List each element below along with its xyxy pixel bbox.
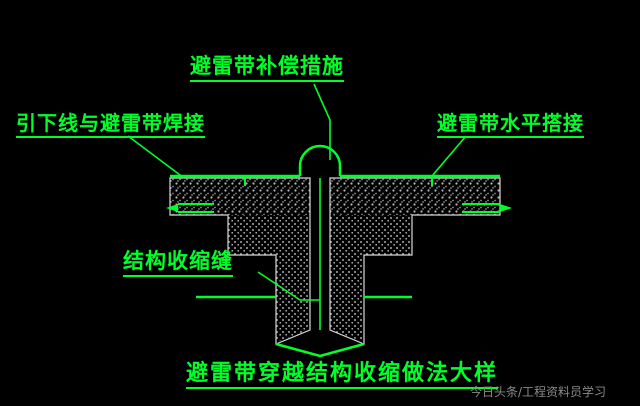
lightning-belt-lines <box>127 83 512 389</box>
label-downlead-welding: 引下线与避雷带焊接 <box>16 113 205 138</box>
label-horizontal-lap: 避雷带水平搭接 <box>437 113 584 138</box>
diagram-title: 避雷带穿越结构收缩做法大样 <box>186 361 499 386</box>
watermark-text: 今日头条/工程资料员学习 <box>470 385 607 399</box>
label-lightning-belt-compensation: 避雷带补偿措施 <box>190 56 344 82</box>
label-structure-shrink-joint: 结构收缩缝 <box>123 251 233 277</box>
structure-outline <box>169 177 501 345</box>
concrete-structure <box>170 178 500 342</box>
